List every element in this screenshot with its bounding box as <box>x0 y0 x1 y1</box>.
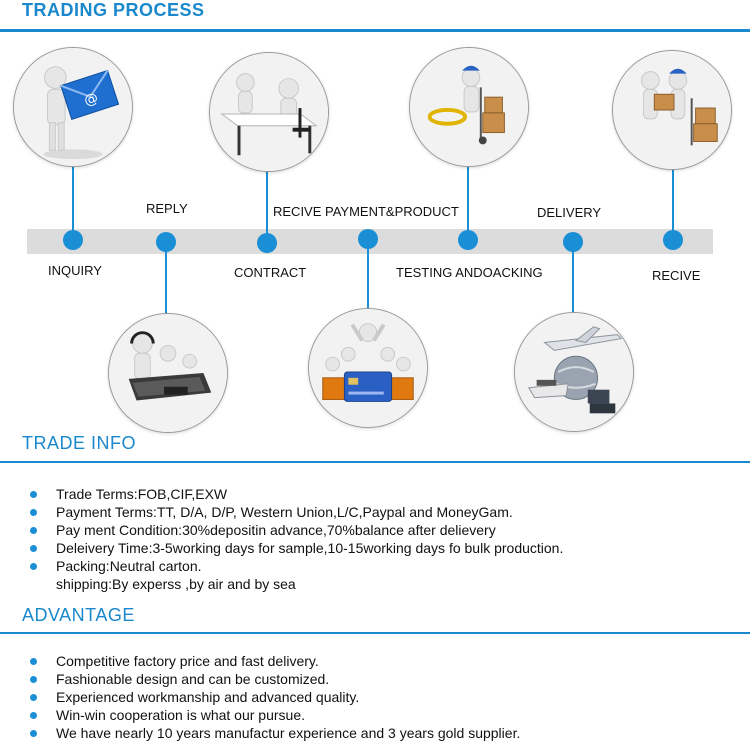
step-label-contract: CONTRACT <box>234 265 307 280</box>
step-label-delivery: DELIVERY <box>537 205 602 220</box>
credit-card-puzzle-icon <box>308 308 428 428</box>
step-label-reply: REPLY <box>146 201 188 216</box>
meeting-table-icon <box>209 52 329 172</box>
step-label-recive: RECIVE <box>652 268 701 283</box>
list-item: Payment Terms:TT, D/A, D/P, Western Unio… <box>30 503 563 521</box>
list-item: Deleivery Time:3-5working days for sampl… <box>30 539 563 557</box>
connector-payment <box>367 238 369 313</box>
step-label-testing: TESTING ANDOACKING <box>396 265 543 280</box>
connector-delivery <box>572 242 574 314</box>
bullet-icon <box>30 694 37 701</box>
trade-info-divider <box>0 461 750 463</box>
timeline-dot-inquiry <box>63 230 83 250</box>
connector-inquiry <box>72 162 74 240</box>
bullet-icon <box>30 712 37 719</box>
box-handover-icon <box>612 50 732 170</box>
bullet-icon <box>30 676 37 683</box>
bullet-icon <box>30 730 37 737</box>
advantage-divider <box>0 632 750 634</box>
bullet-icon <box>30 563 37 570</box>
connector-contract <box>266 170 268 242</box>
trade-info-list: Trade Terms:FOB,CIF,EXW Payment Terms:TT… <box>30 485 563 593</box>
list-item: We have nearly 10 years manufactur exper… <box>30 724 520 742</box>
advantage-list: Competitive factory price and fast deliv… <box>30 652 520 742</box>
timeline-dot-reply <box>156 232 176 252</box>
bullet-icon <box>30 491 37 498</box>
timeline-dot-testing <box>458 230 478 250</box>
list-item: Trade Terms:FOB,CIF,EXW <box>30 485 563 503</box>
bullet-icon <box>30 527 37 534</box>
bullet-icon <box>30 509 37 516</box>
timeline-dot-recive <box>663 230 683 250</box>
bullet-icon <box>30 658 37 665</box>
trade-info-title: TRADE INFO <box>22 433 137 453</box>
call-center-icon <box>108 313 228 433</box>
bullet-icon <box>30 545 37 552</box>
plane-ship-globe-icon <box>514 312 634 432</box>
list-item: Experienced workmanship and advanced qua… <box>30 688 520 706</box>
connector-recive <box>672 168 674 240</box>
advantage-title: ADVANTAGE <box>22 605 135 625</box>
list-item: Competitive factory price and fast deliv… <box>30 652 520 670</box>
trading-process-title: TRADING PROCESS <box>22 0 205 20</box>
connector-reply <box>165 242 167 314</box>
step-label-payment: RECIVE PAYMENT&PRODUCT <box>273 204 459 219</box>
list-item: shipping:By experss ,by air and by sea <box>56 576 296 592</box>
timeline-dot-delivery <box>563 232 583 252</box>
trading-process-divider <box>0 29 750 32</box>
list-item: Win-win cooperation is what our pursue. <box>30 706 520 724</box>
timeline-dot-payment <box>358 229 378 249</box>
timeline-dot-contract <box>257 233 277 253</box>
list-item: Packing:Neutral carton. <box>30 557 563 575</box>
svg-text:@: @ <box>82 90 100 109</box>
list-item: Fashionable design and can be customized… <box>30 670 520 688</box>
packing-boxes-icon <box>409 47 529 167</box>
list-item: Pay ment Condition:30%depositin advance,… <box>30 521 563 539</box>
connector-testing <box>467 165 469 240</box>
step-label-inquiry: INQUIRY <box>48 263 102 278</box>
email-envelope-icon: @ <box>13 47 133 167</box>
